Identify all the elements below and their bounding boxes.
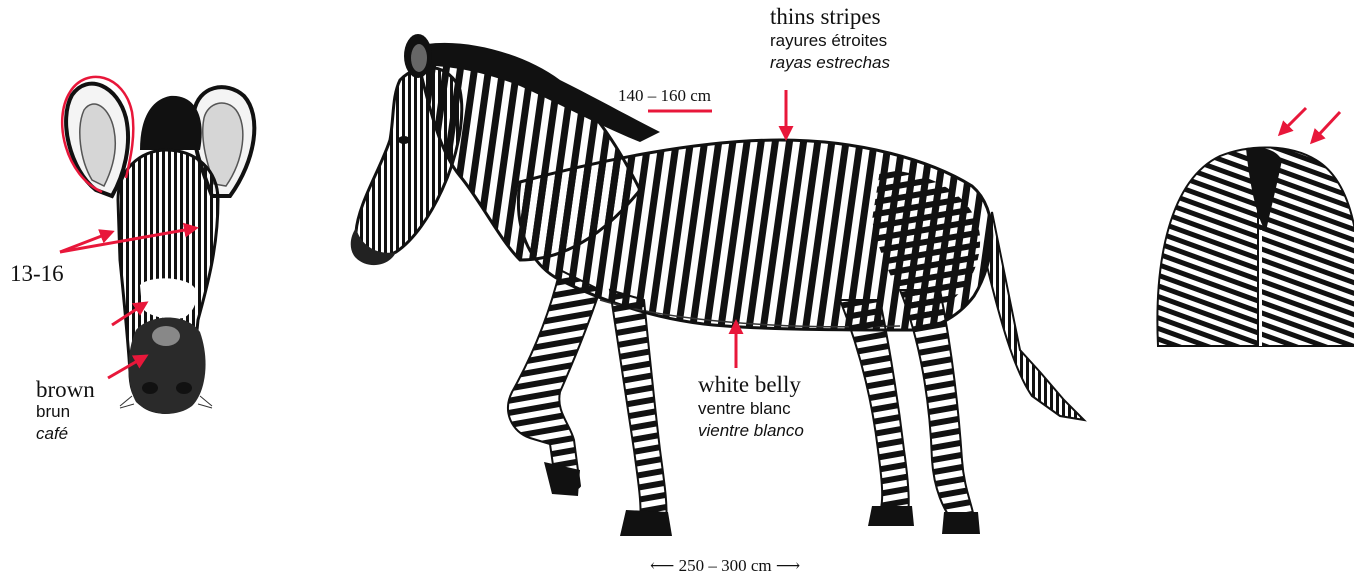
zebra-head-front: [60, 77, 254, 414]
nose-label-en: brown: [36, 378, 95, 402]
length-label: ⟵ 250 – 300 cm ⟶: [650, 556, 800, 576]
nose-label-fr: brun: [36, 402, 70, 422]
height-label: 140 – 160 cm: [618, 86, 711, 106]
back-label-fr: rayures étroites: [770, 31, 887, 51]
nose-label-es: café: [36, 424, 68, 444]
back-label-es: rayas estrechas: [770, 53, 890, 73]
belly-label-en: white belly: [698, 373, 801, 397]
zebra-body-side: [351, 34, 1084, 536]
zebra-rump-rear: [1157, 108, 1354, 346]
belly-label-fr: ventre blanc: [698, 399, 791, 419]
back-label-en: thins stripes: [770, 5, 881, 29]
stripe-count-label: 13-16: [10, 262, 64, 286]
belly-label-es: vientre blanco: [698, 421, 804, 441]
